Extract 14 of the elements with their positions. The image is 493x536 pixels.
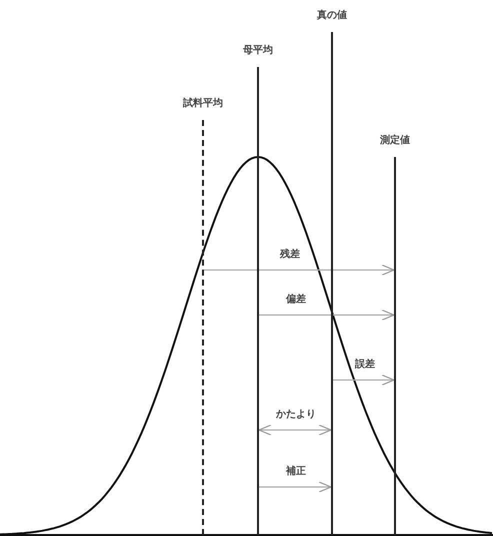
edge-label: 誤差 (355, 359, 375, 371)
line-label: 母平均 (242, 45, 274, 57)
edge-label: 偏差 (286, 294, 306, 306)
edge-label: かたより (276, 409, 316, 421)
arrow (204, 264, 395, 276)
edge-label: 補正 (286, 466, 306, 478)
arrow (259, 309, 395, 321)
line-label: 測定値 (379, 135, 411, 147)
edge-label: 残差 (280, 249, 300, 261)
line-label: 試料平均 (182, 98, 224, 110)
arrow (258, 424, 332, 436)
arrow (333, 374, 395, 386)
arrow (259, 481, 332, 493)
line-label: 真の値 (316, 10, 348, 22)
